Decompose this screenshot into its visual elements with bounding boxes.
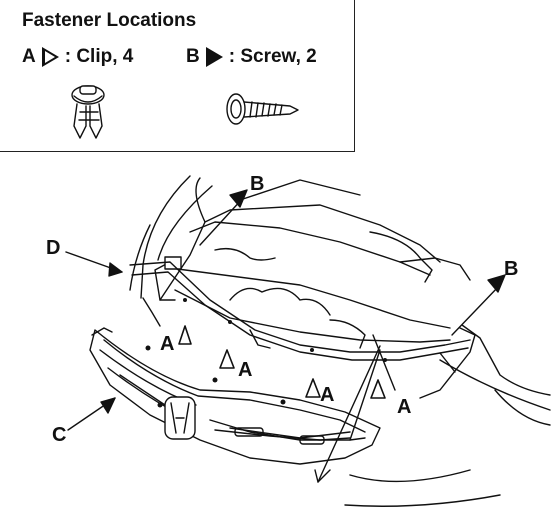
screw-letter: B [186, 46, 200, 67]
open-triangle-icon [41, 47, 59, 67]
filled-triangle-icon [205, 47, 223, 67]
clip-markers [178, 325, 386, 399]
callout-a-3: A [320, 384, 335, 406]
callout-d: D [46, 237, 61, 259]
callout-a-4: A [397, 396, 412, 418]
radiator-support [154, 177, 471, 349]
callout-a-2: A [238, 359, 253, 381]
legend-clip-entry: A : Clip, 4 [22, 46, 133, 68]
fastener-legend-box: Fastener Locations A : Clip, 4 B : Screw… [0, 0, 355, 152]
screw-label: : Screw, 2 [228, 46, 317, 67]
clip-marker-4-icon [370, 379, 386, 399]
callout-b-right: B [504, 258, 519, 280]
clip-label: : Clip, 4 [64, 46, 134, 67]
clip-marker-1-icon [178, 325, 192, 345]
upper-mounting-bracket [129, 261, 476, 399]
callout-a-1: A [160, 333, 175, 355]
clip-marker-3-icon [305, 378, 321, 398]
front-grille [89, 327, 381, 465]
clip-illustration [71, 85, 105, 139]
screw-marker-right-icon [487, 274, 506, 293]
callout-c: C [52, 424, 67, 446]
callout-b-top: B [250, 173, 265, 195]
screw-marker-top-icon [229, 189, 248, 208]
fastener-dots [145, 298, 387, 408]
legend-screw-entry: B : Screw, 2 [186, 46, 317, 68]
fender-lines [129, 175, 551, 507]
clip-letter: A [22, 46, 36, 67]
leader-lines [65, 197, 500, 483]
screw-illustration [226, 93, 299, 125]
screw-markers [229, 189, 506, 293]
legend-title: Fastener Locations [22, 10, 197, 31]
clip-marker-2-icon [219, 349, 235, 369]
